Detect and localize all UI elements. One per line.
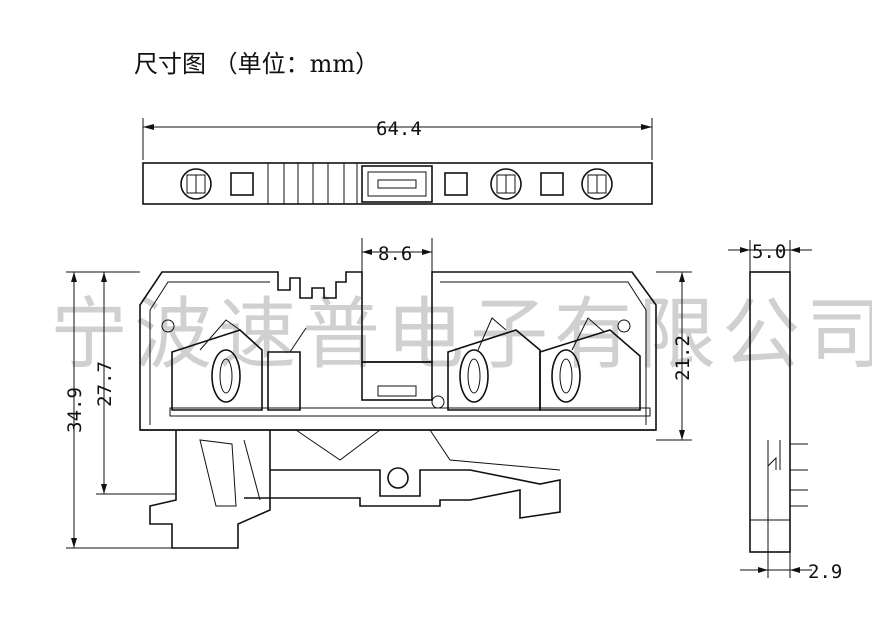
spring-clamp-right-1: [447, 317, 541, 411]
dim-overall-width: 64.4: [376, 118, 422, 140]
front-view: 8.6: [139, 238, 657, 549]
spring-clamp-right-2: [539, 317, 641, 411]
right-dimension: 21.2: [656, 271, 694, 441]
spring-clamp-left: [161, 319, 263, 411]
spring-clamp-mid: [267, 327, 307, 411]
dim-body-height: 21.2: [672, 335, 694, 381]
left-dimensions: 34.9 27.7: [64, 271, 176, 549]
dim-thickness: 5.0: [752, 241, 786, 263]
dim-center-opening: 8.6: [378, 243, 412, 265]
drawing-title: 尺寸图 （单位：mm）: [134, 50, 380, 78]
dim-rail-height: 27.7: [94, 361, 116, 407]
dim-foot: 2.9: [808, 561, 842, 583]
dim-total-height: 34.9: [64, 387, 86, 433]
top-view: 64.4: [142, 118, 653, 205]
side-view: 5.0 2.9: [728, 240, 842, 583]
